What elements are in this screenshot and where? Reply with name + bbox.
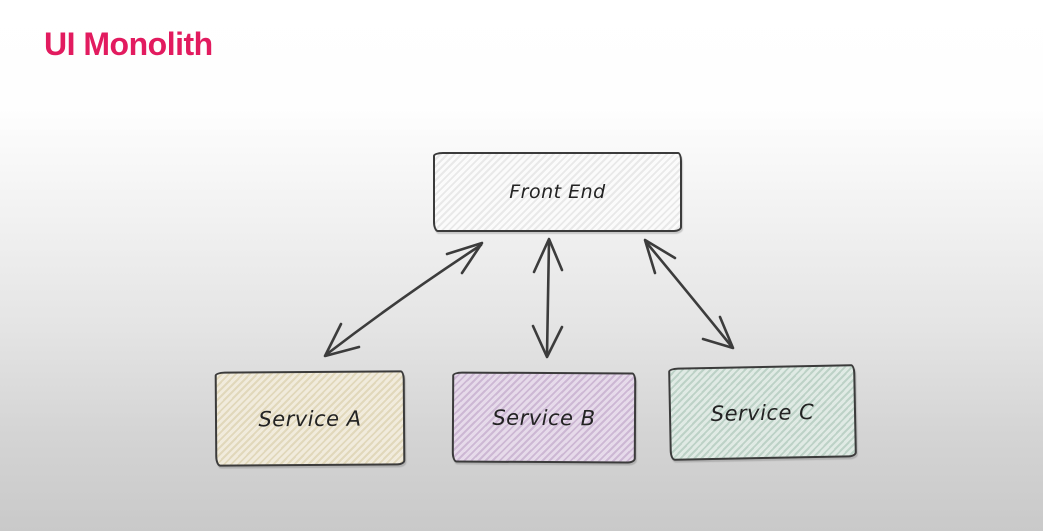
arrow-front-end-service-a [323, 241, 484, 358]
node-service-a: Service A [214, 370, 406, 467]
node-service-c: Service C [668, 364, 857, 461]
node-service-b-label: Service B [492, 405, 596, 430]
node-service-c-label: Service C [710, 399, 815, 426]
node-front-end-label: Front End [509, 181, 606, 203]
arrow-front-end-service-b [531, 237, 564, 359]
node-front-end: Front End [433, 152, 682, 232]
page-title: UI Monolith [44, 26, 213, 62]
node-service-b: Service B [451, 371, 637, 464]
node-service-a-label: Service A [258, 406, 362, 431]
arrow-front-end-service-c [643, 238, 735, 350]
